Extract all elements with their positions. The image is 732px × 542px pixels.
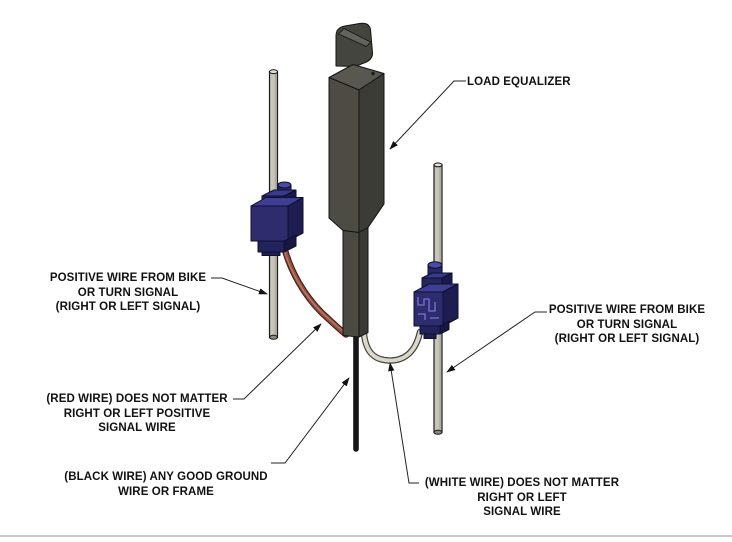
equalizer-tab-top-face xyxy=(338,28,371,47)
equalizer-front-face xyxy=(328,77,360,233)
label-left-positive-wire: POSITIVE WIRE FROM BIKE OR TURN SIGNAL (… xyxy=(49,272,207,313)
label-load-equalizer: LOAD EQUALIZER xyxy=(467,76,571,88)
left-splice-connector xyxy=(250,181,304,256)
equalizer-stem-right xyxy=(358,227,369,338)
label-red-wire: (RED WIRE) DOES NOT MATTER RIGHT OR LEFT… xyxy=(46,393,228,434)
right-splice-connector xyxy=(413,261,459,339)
label-black-wire: (BLACK WIRE) ANY GOOD GROUND WIRE OR FRA… xyxy=(64,471,268,498)
equalizer-stem-front xyxy=(342,230,360,338)
leader-white-wire-line xyxy=(388,362,419,484)
page-bottom-border xyxy=(0,535,732,537)
label-white-wire: (WHITE WIRE) DOES NOT MATTER RIGHT OR LE… xyxy=(424,477,620,518)
leader-red-wire-line xyxy=(233,323,322,400)
leader-right-positive-line xyxy=(446,311,547,373)
leader-black-wire-line xyxy=(271,377,350,464)
load-equalizer-body xyxy=(328,22,385,338)
leader-load-equalizer-line xyxy=(389,80,466,150)
leader-left-positive-line xyxy=(211,277,268,295)
equalizer-right-face xyxy=(358,73,385,233)
connector-slots xyxy=(417,297,436,312)
label-right-positive-wire: POSITIVE WIRE FROM BIKE OR TURN SIGNAL (… xyxy=(548,304,706,345)
white-wire xyxy=(360,328,424,364)
red-wire xyxy=(279,239,350,338)
